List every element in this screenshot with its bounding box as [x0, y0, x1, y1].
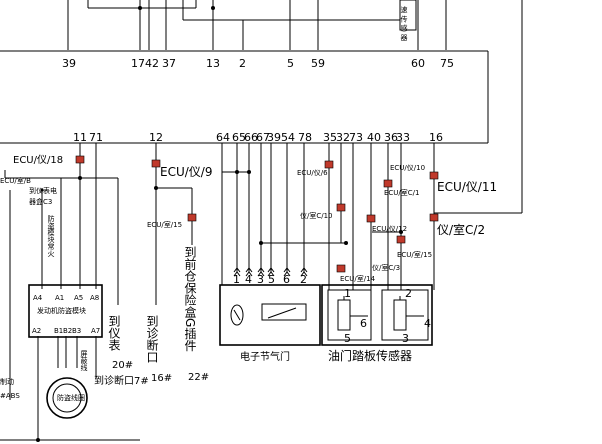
- label-immobilizer-side: 防盗模块常火: [47, 214, 55, 257]
- throttle-box: [219, 284, 321, 346]
- label-left-abs: #ABS: [0, 392, 20, 400]
- ecu-pin: 36: [384, 131, 398, 144]
- ecu-pin: 65: [232, 131, 246, 144]
- ecu-pin: 71: [89, 131, 103, 144]
- label-ecu-shi-c1: ECU/室C/1: [384, 188, 420, 197]
- throttle-pin: 3: [257, 273, 264, 286]
- throttle-label: 电子节气门: [240, 350, 290, 363]
- label-ecu-shi-15b: ECU/室/15: [397, 250, 432, 259]
- label-ecu-yi-9: ECU/仪/9: [160, 165, 212, 179]
- ecu-pin: 67: [256, 131, 270, 144]
- ecu-pin: 12: [149, 131, 163, 144]
- ecu-pin: 33: [396, 131, 410, 144]
- immobilizer-wires: [0, 143, 140, 442]
- top-pin: 75: [440, 57, 454, 70]
- throttle-pin: 1: [233, 273, 240, 286]
- label-left-brake: 制动: [0, 377, 14, 386]
- ecu-pin: 54: [281, 131, 295, 144]
- top-pin: 5: [287, 57, 294, 70]
- pedal-pin: 1: [344, 287, 351, 300]
- module-title: 发动机防盗模块: [37, 306, 86, 315]
- pedal-pin: 5: [344, 332, 351, 345]
- antenna-coil: [46, 377, 88, 419]
- module-pin: B1: [54, 327, 63, 335]
- label-ecu-shi-b: ECU/室/B: [0, 176, 31, 185]
- label-shield-wire: 屏蔽线: [80, 350, 88, 371]
- throttle-pin: 4: [245, 273, 252, 286]
- top-pin: 2: [239, 57, 246, 70]
- middle-wires: [154, 143, 193, 305]
- module-pin: A7: [91, 327, 100, 335]
- label-ecu-yi-12: ECU/仪/12: [372, 225, 407, 233]
- ecu-pin: 78: [298, 131, 312, 144]
- top-pin: 39: [62, 57, 76, 70]
- label-antenna-coil: 防盗线圈: [57, 393, 85, 402]
- label-ecu-yi-18: ECU/仪/18: [13, 154, 63, 166]
- throttle-pin-marks: [233, 267, 308, 277]
- ecu-pin: 73: [349, 131, 363, 144]
- pedal-label: 油门踏板传感器: [328, 348, 412, 363]
- pedal-pin: 4: [424, 317, 431, 330]
- module-pin: A4: [33, 294, 43, 302]
- label-yi-shi-c3: 仪/室C/3: [372, 263, 400, 272]
- top-wires: [67, 0, 523, 214]
- module-pin: A8: [90, 294, 99, 302]
- label-to-instrument: 到仪表: [107, 315, 121, 351]
- ecu-pin: 11: [73, 131, 87, 144]
- label-ecu-shi-15: ECU/室/15: [147, 220, 182, 229]
- ecu-box: [0, 50, 489, 144]
- top-pin: 60: [411, 57, 425, 70]
- pedal-pin: 3: [402, 332, 409, 345]
- throttle-pin: 2: [300, 273, 307, 286]
- label-to-diag-16: 到诊断口: [145, 315, 159, 363]
- connectors: [75, 155, 439, 273]
- top-pin: 13: [206, 57, 220, 70]
- throttle-pin: 5: [268, 273, 275, 286]
- ecu-pin: 16: [429, 131, 443, 144]
- label-inst-box-c3: 器盒C3: [29, 197, 52, 206]
- ecu-pin-labels: 11 71 12 64 65 66 67 39 54 78 35 32 73 4…: [73, 131, 443, 144]
- immobilizer-module: [28, 284, 103, 338]
- label-diag-16-num: 16#: [151, 373, 172, 384]
- label-top-right: 速 传 感 器: [400, 6, 408, 42]
- label-ecu-yi-6: ECU/仪/6: [297, 169, 328, 177]
- label-to-diag-7: 到诊断口7#: [94, 374, 149, 387]
- throttle-pin: 6: [283, 273, 290, 286]
- pedal-pin: 2: [405, 287, 412, 300]
- top-pin: 59: [311, 57, 325, 70]
- label-front-fuse-num: 22#: [188, 372, 209, 383]
- label-ecu-yi-11: ECU/仪/11: [437, 180, 497, 194]
- top-pin: 1742: [131, 57, 159, 70]
- label-ecu-yi-10: ECU/仪/10: [390, 164, 425, 172]
- module-pin: A2: [32, 327, 41, 335]
- module-pin: A5: [74, 294, 83, 302]
- pedal-pin: 6: [360, 317, 367, 330]
- module-pin: A1: [55, 294, 64, 302]
- ecu-pin: 40: [367, 131, 381, 144]
- label-to-front-fuse: 到前仓保险盒G插件: [183, 246, 197, 352]
- label-to-inst-box: 到仪表电: [29, 186, 57, 195]
- top-pin-labels: 39 1742 37 13 2 5 59 60 75: [62, 57, 454, 70]
- label-instrument-num: 20#: [112, 360, 133, 371]
- ecu-pin: 64: [216, 131, 230, 144]
- label-ecu-shi-14: ECU/室/14: [340, 274, 376, 283]
- module-pin: B2: [63, 327, 72, 335]
- label-yi-shi-c2: 仪/室C/2: [437, 222, 485, 237]
- top-pin: 37: [162, 57, 176, 70]
- ecu-pin: 39: [267, 131, 281, 144]
- throttle-wires: [221, 143, 348, 285]
- pedal-box: [321, 284, 433, 346]
- diagram-labels: ECU/仪/18 ECU/室/B 到仪表电 器盒C3 防盗模块常火 ECU/仪/…: [0, 6, 497, 402]
- ecu-pin: 32: [336, 131, 350, 144]
- module-pin: B3: [72, 327, 81, 335]
- label-yi-shi-c10: 仪/室C/10: [300, 211, 333, 220]
- ecu-pin: 66: [244, 131, 258, 144]
- ecu-pin: 35: [323, 131, 337, 144]
